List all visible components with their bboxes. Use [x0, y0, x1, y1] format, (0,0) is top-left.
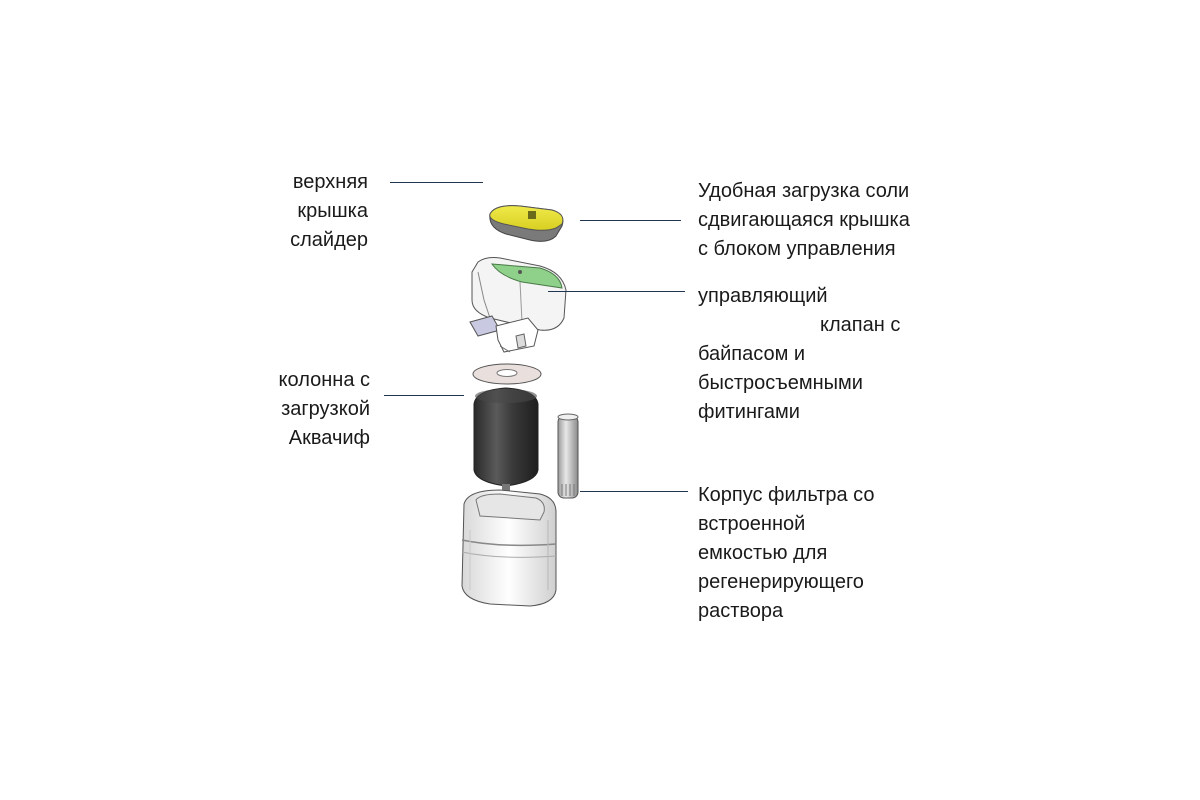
label-line: управляющий [698, 285, 828, 307]
label-line: сдвигающаяся крышка [698, 209, 910, 231]
label-line: клапан с [820, 314, 901, 336]
leader-line-filter-body [580, 491, 688, 492]
label-line: верхняя [292, 171, 368, 193]
label-line: емкостью для [698, 542, 828, 564]
label-line: фитингами [698, 401, 800, 423]
label-line: регенерирующего [698, 571, 864, 593]
label-line: Удобная загрузка соли [698, 180, 910, 202]
leader-line-top-cover [390, 182, 483, 183]
leader-line-control-valve [548, 291, 685, 292]
label-line: крышка [297, 200, 368, 222]
label-line: Корпус фильтра со [698, 484, 875, 506]
leader-line-salt-loading [580, 220, 681, 221]
label-control-valve: управляющий клапан с байпасом и быстросъ… [698, 282, 900, 427]
label-top-cover: верхняя крышка слайдер [290, 168, 368, 255]
label-filter-body: Корпус фильтра со встроенной емкостью дл… [698, 481, 875, 626]
slider-lid [489, 205, 564, 242]
label-line: загрузкой [281, 398, 370, 420]
label-salt-loading: Удобная загрузка соли сдвигающаяся крышк… [698, 177, 910, 264]
label-line: колонна с [278, 369, 370, 391]
label-column: колонна с загрузкой Аквачиф [279, 366, 370, 453]
label-line: раствора [698, 600, 784, 622]
label-line: встроенной [698, 513, 806, 535]
label-line: быстросъемными [698, 372, 863, 394]
filter-housing [461, 489, 557, 607]
label-line: с блоком управления [698, 238, 896, 260]
label-line: слайдер [290, 229, 368, 251]
label-line: Аквачиф [288, 427, 370, 449]
flange-ring [472, 363, 542, 385]
distributor-tube [557, 413, 579, 499]
control-head [471, 257, 567, 331]
filter-column [473, 387, 539, 494]
bypass-valve [469, 315, 539, 353]
label-line: байпасом и [698, 343, 806, 365]
leader-line-column [384, 395, 464, 396]
